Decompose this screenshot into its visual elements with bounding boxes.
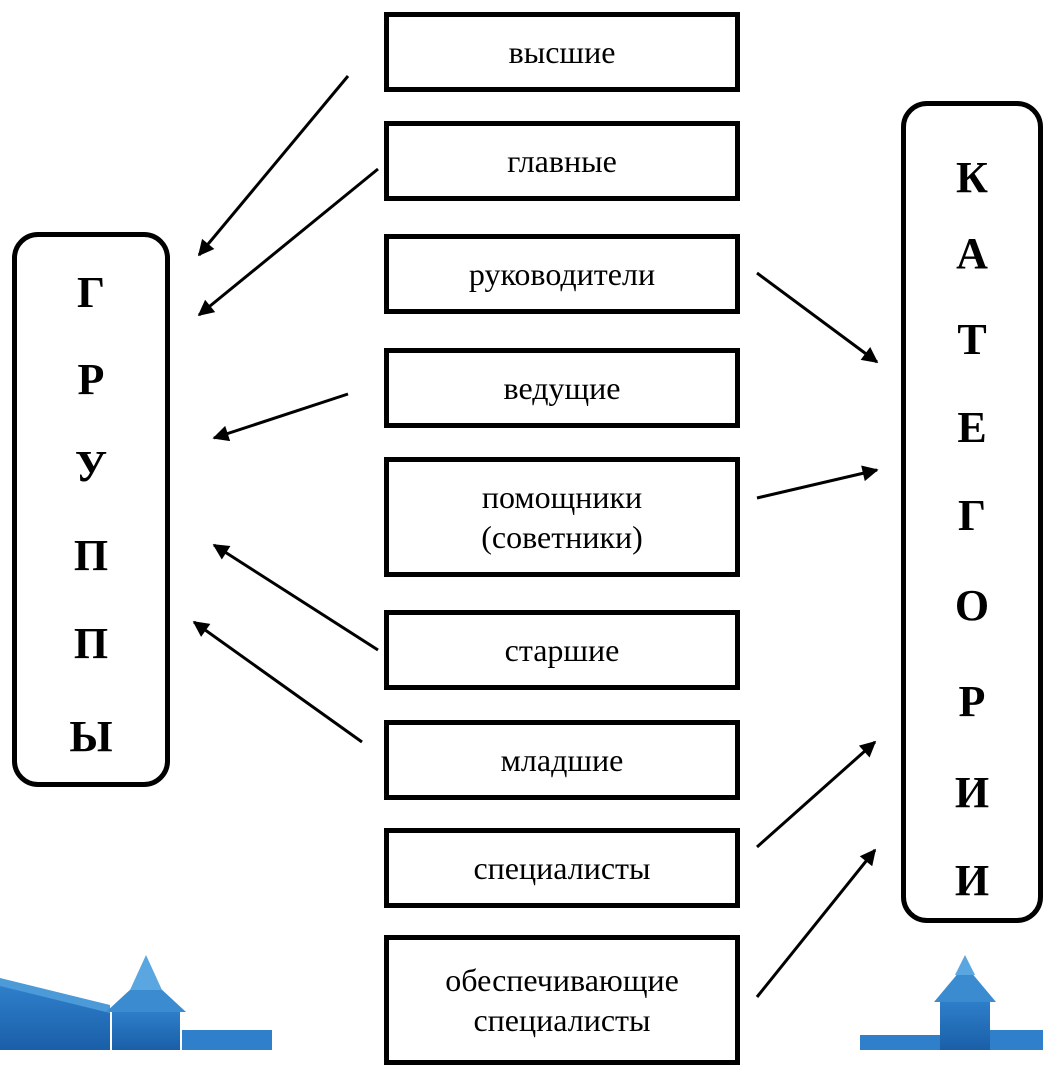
center-box-label: специалисты bbox=[473, 850, 651, 886]
center-box-label: обеспечивающие bbox=[445, 962, 679, 998]
groups-letter: П bbox=[73, 619, 109, 668]
center-box-higher: высшие bbox=[384, 12, 740, 92]
center-box-junior: младшие bbox=[384, 720, 740, 800]
center-box-label: младшие bbox=[500, 742, 624, 778]
groups-letter: П bbox=[73, 531, 109, 580]
center-box-assistants: помощники (советники) bbox=[384, 457, 740, 577]
center-box-label: ведущие bbox=[503, 370, 621, 406]
groups-letter: Р bbox=[77, 355, 105, 404]
categories-letter: А bbox=[956, 229, 988, 278]
center-box-senior: старшие bbox=[384, 610, 740, 690]
arrow-junior-to-groups bbox=[192, 620, 363, 744]
center-box-specialists: специалисты bbox=[384, 828, 740, 908]
arrow-leading-to-groups bbox=[212, 392, 349, 442]
groups-letter: Ы bbox=[69, 712, 113, 761]
categories-letter: Р bbox=[958, 677, 986, 726]
center-box-main: главные bbox=[384, 121, 740, 201]
categories-letter: Т bbox=[957, 315, 987, 364]
center-box-label: главные bbox=[507, 143, 617, 179]
center-box-label: старшие bbox=[504, 632, 620, 668]
right-tower-wall bbox=[860, 955, 1043, 1050]
center-box-leading: ведущие bbox=[384, 348, 740, 428]
arrow-higher-to-groups bbox=[197, 75, 350, 257]
groups-letter: У bbox=[74, 442, 108, 491]
center-box-label: высшие bbox=[508, 34, 616, 70]
categories-letter: И bbox=[954, 768, 990, 817]
groups-box: Г Р У П П Ы bbox=[12, 232, 170, 787]
center-box-label: руководители bbox=[468, 256, 656, 292]
categories-letter: И bbox=[954, 856, 990, 905]
left-tower-wall bbox=[0, 955, 272, 1050]
arrow-leaders-to-categories bbox=[756, 271, 879, 364]
arrow-support-to-categories bbox=[755, 848, 877, 998]
center-box-leaders: руководители bbox=[384, 234, 740, 314]
categories-letter: Г bbox=[958, 491, 986, 540]
categories-box: К А Т Е Г О Р И И bbox=[901, 101, 1043, 923]
categories-letter: К bbox=[956, 153, 988, 202]
arrow-specialists-to-categories bbox=[756, 740, 877, 849]
groups-letter: Г bbox=[77, 268, 105, 317]
arrow-senior-to-groups bbox=[212, 543, 379, 652]
center-box-label: специалисты bbox=[473, 1002, 651, 1038]
arrow-main-to-groups bbox=[197, 167, 379, 317]
center-box-label: помощники bbox=[481, 479, 643, 515]
arrow-assistants-to-categories bbox=[756, 465, 879, 500]
categories-letter: О bbox=[954, 581, 990, 630]
categories-letter: Е bbox=[957, 403, 987, 452]
center-box-label: (советники) bbox=[481, 519, 643, 555]
